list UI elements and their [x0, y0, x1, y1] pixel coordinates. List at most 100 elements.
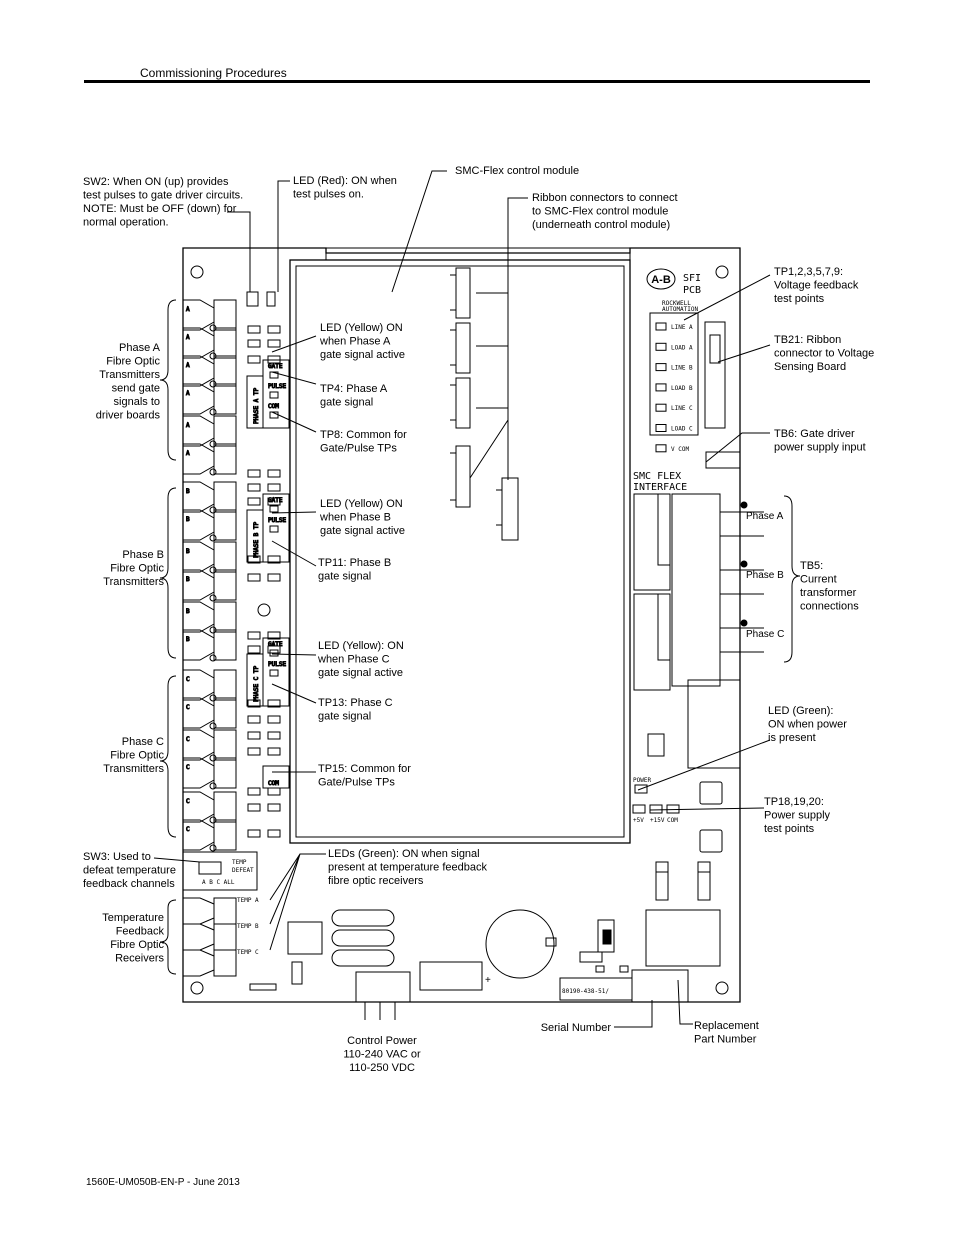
comp [647, 733, 665, 757]
callout-tb5-line: connections [800, 601, 859, 613]
resistor-pad [267, 803, 281, 812]
temp-defeat-label-line: TEMP [232, 859, 247, 866]
connector-letter: C [186, 676, 190, 683]
sw2-switch[interactable] [246, 291, 259, 307]
ct-block-left [633, 493, 671, 591]
tp-label: LINE C [671, 405, 693, 412]
resistor-pad [267, 555, 281, 564]
resistor-pad [267, 747, 281, 756]
callout-tb6-line: power supply input [774, 442, 866, 454]
sw3-switch[interactable] [182, 851, 258, 891]
psu-test-point [666, 804, 680, 814]
tp-led [655, 444, 667, 453]
callout-phase-a-tx-line: driver boards [96, 410, 161, 422]
tb6-connector [705, 451, 741, 469]
replacement-box [631, 969, 689, 1003]
comp [198, 861, 222, 875]
callout-phase-a-tx-line: signals to [114, 396, 160, 408]
fibre-optic-connector: C [183, 729, 237, 762]
callout-tp8-line: Gate/Pulse TPs [320, 443, 397, 455]
resistor-pad [267, 573, 281, 582]
callout-phase-b-tx-line: Transmitters [103, 576, 164, 588]
ct-block-left2 [633, 593, 671, 691]
callout-sw3-line: SW3: Used to [83, 851, 151, 863]
comp [287, 921, 323, 955]
fibre-optic-connector: B [183, 629, 237, 662]
callout-control-power-line: 110-240 VAC or [343, 1049, 421, 1061]
pulse-label: PULSE [268, 383, 286, 390]
callout-temp-rx-line: Feedback [116, 926, 165, 938]
comp [291, 961, 303, 985]
rockwell-text-line: AUTOMATION [662, 306, 699, 313]
callout-leds-green-temp-line: present at temperature feedback [328, 862, 487, 874]
resistor-pad [247, 715, 261, 724]
transformer [645, 909, 721, 967]
resistor-pad [247, 631, 261, 640]
connector-letter: B [186, 608, 190, 615]
mount-hole [715, 981, 729, 995]
callout-tb21-line: Sensing Board [774, 361, 846, 373]
resistor-pad [247, 555, 261, 564]
resistor-pad [247, 803, 261, 812]
comp [619, 965, 629, 973]
connector-letter: B [186, 576, 190, 583]
resistor-pad [267, 829, 281, 838]
mount-hole [715, 265, 729, 279]
temp-receiver-connector [183, 949, 237, 977]
resistor-pad [267, 483, 281, 492]
fibre-optic-connector: C [183, 757, 237, 790]
capacitor [485, 909, 555, 979]
temp-led [262, 904, 272, 911]
comp [687, 679, 741, 769]
fibre-optic-connector: B [183, 509, 237, 542]
header-rule [84, 80, 870, 83]
fibre-optic-connector: C [183, 819, 237, 852]
temp-receiver-connector [183, 923, 237, 951]
temp-receiver-connector [183, 897, 237, 925]
connector-letter: A [186, 334, 190, 341]
comp [579, 951, 603, 963]
callout-tp4-line: TP4: Phase A [320, 383, 388, 395]
tp-led [655, 424, 667, 432]
control-power-terminal [355, 971, 411, 1003]
callout-ribbon-line: (underneath control module) [532, 219, 670, 231]
callout-temp-rx-line: Receivers [115, 953, 164, 965]
callout-serial-line: Serial Number [541, 1022, 612, 1034]
gate-label: GATE [268, 497, 283, 504]
connector-letter: A [186, 306, 190, 313]
callout-leds-green-temp-line: fibre optic receivers [328, 875, 424, 887]
fibre-optic-connector: B [183, 569, 237, 602]
part-number: 80190-438-51/ [562, 988, 609, 995]
tp-led [655, 383, 667, 392]
connector-letter: B [186, 548, 190, 555]
callout-tp-voltage-line: test points [774, 293, 825, 305]
callout-control-power-line: 110-250 VDC [349, 1062, 415, 1074]
fibre-optic-connector: C [183, 791, 237, 824]
fibre-optic-connector: C [183, 669, 237, 702]
callout-control-power-line: Control Power [347, 1035, 417, 1047]
callout-led-green-power-line: ON when power [768, 719, 847, 731]
callout-phase-c-tx-line: Transmitters [103, 763, 164, 775]
ct-polarity-dot [740, 619, 748, 627]
tp-led [655, 363, 667, 372]
tp-label: LOAD C [671, 426, 693, 433]
tp15-com-block: COM [262, 765, 290, 789]
callout-tp18-line: test points [764, 823, 815, 835]
callout-led-yellow-b-line: when Phase B [319, 512, 391, 524]
temp-label: TEMP A [237, 897, 259, 904]
callout-sw2-line: SW2: When ON (up) provides [83, 176, 229, 188]
callout-led-green-power-line: is present [768, 732, 816, 744]
comp [419, 961, 483, 991]
callout-ribbon-line: to SMC-Flex control module [532, 206, 668, 218]
module-top-tab [325, 247, 631, 261]
callout-sw3-line: feedback channels [83, 878, 175, 890]
resistor-pad [247, 325, 261, 334]
callout-phase-b-tx-line: Fibre Optic [110, 563, 164, 575]
callout-ribbon-line: Ribbon connectors to connect [532, 192, 678, 204]
callout-tb5-line: TB5: [800, 560, 823, 572]
callout-tp8-line: TP8: Common for [320, 429, 407, 441]
resistor-pad [247, 573, 261, 582]
